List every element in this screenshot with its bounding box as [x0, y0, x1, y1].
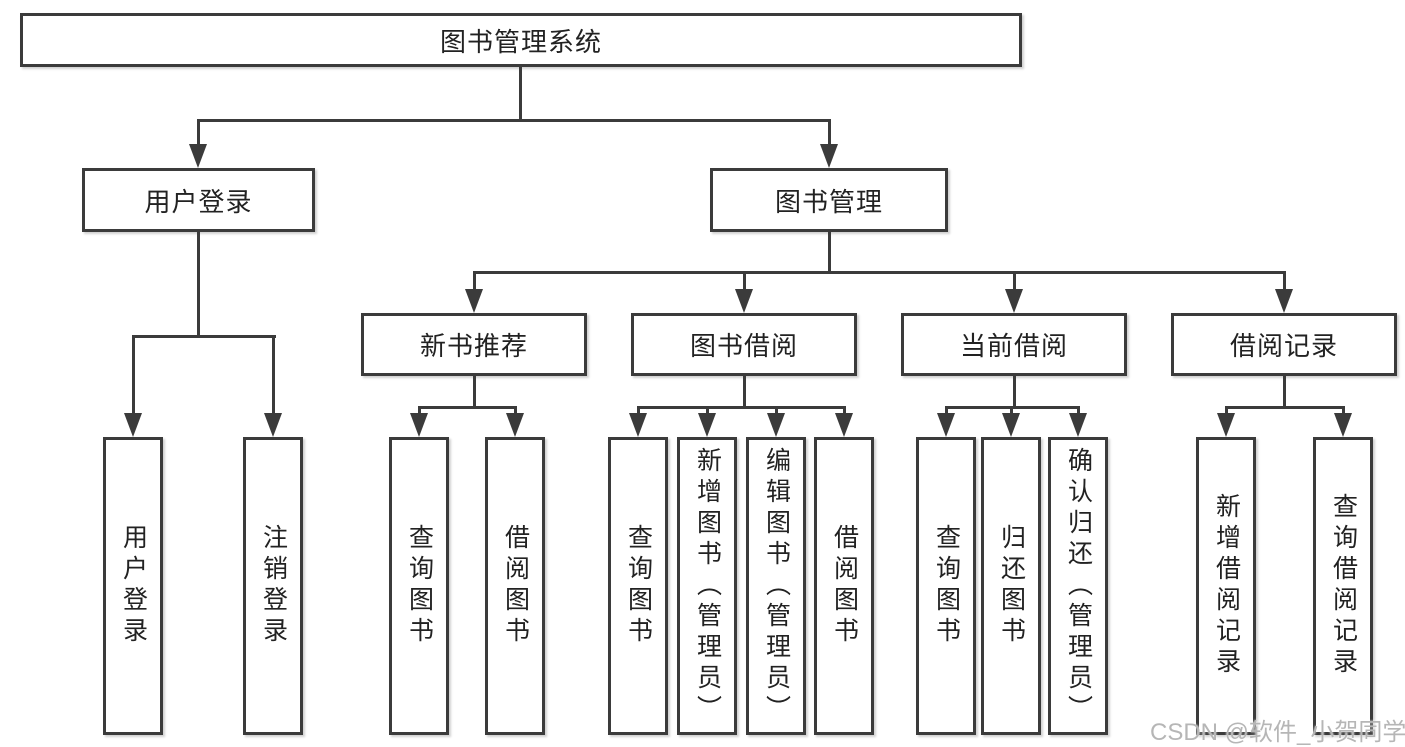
arrowhead-down-icon — [189, 144, 207, 168]
leaf-borrow-books-2: 借阅图书 — [814, 437, 874, 735]
arrowhead-down-icon — [124, 413, 142, 437]
node-label: 图书管理系统 — [439, 26, 602, 57]
arrowhead-down-icon — [1069, 413, 1087, 437]
csdn-watermark: CSDN @软件_小贺同学 — [1150, 719, 1405, 746]
node-root: 图书管理系统 — [20, 13, 1022, 67]
connector-line — [1342, 406, 1345, 415]
leaf-logout: 注销登录 — [243, 437, 303, 735]
connector-line — [1013, 376, 1016, 408]
leaf-return-books: 归还图书 — [981, 437, 1041, 735]
arrowhead-down-icon — [698, 413, 716, 437]
connector-line — [1010, 406, 1013, 415]
connector-line — [197, 119, 831, 122]
node-new-book-recommendation: 新书推荐 — [361, 313, 587, 376]
arrowhead-down-icon — [820, 144, 838, 168]
connector-line — [775, 406, 778, 415]
node-label: 新书推荐 — [419, 331, 528, 361]
arrowhead-down-icon — [465, 289, 483, 313]
arrowhead-down-icon — [1217, 413, 1235, 437]
connector-line — [197, 232, 200, 337]
connector-line — [132, 335, 135, 415]
connector-line — [473, 271, 1286, 274]
connector-line — [1013, 271, 1016, 291]
arrowhead-down-icon — [264, 413, 282, 437]
leaf-borrow-books-1: 借阅图书 — [485, 437, 545, 735]
connector-line — [1283, 271, 1286, 291]
connector-line — [637, 406, 640, 415]
leaf-edit-books-admin: 编辑图书（管理员） — [746, 437, 806, 735]
node-user-login: 用户登录 — [82, 168, 315, 232]
node-label: 用户登录 — [144, 186, 253, 217]
connector-line — [473, 271, 476, 291]
node-borrowing-records: 借阅记录 — [1171, 313, 1397, 376]
connector-line — [272, 335, 275, 415]
connector-line — [828, 232, 831, 273]
connector-line — [828, 119, 831, 148]
node-book-management: 图书管理 — [710, 168, 948, 232]
connector-line — [743, 271, 746, 291]
connector-line — [1225, 406, 1345, 409]
arrowhead-down-icon — [1275, 289, 1293, 313]
connector-line — [418, 406, 517, 409]
connector-line — [843, 406, 846, 415]
arrowhead-down-icon — [1005, 289, 1023, 313]
arrowhead-down-icon — [937, 413, 955, 437]
connector-line — [197, 119, 200, 148]
leaf-confirm-return-admin: 确认归还（管理员） — [1048, 437, 1108, 735]
leaf-query-books-3: 查询图书 — [916, 437, 976, 735]
node-label: 借阅记录 — [1229, 331, 1338, 361]
arrowhead-down-icon — [506, 413, 524, 437]
arrowhead-down-icon — [735, 289, 753, 313]
connector-line — [418, 406, 421, 415]
arrowhead-down-icon — [410, 413, 428, 437]
connector-line — [1077, 406, 1080, 415]
arrowhead-down-icon — [629, 413, 647, 437]
connector-line — [132, 335, 276, 338]
node-book-borrowing: 图书借阅 — [631, 313, 857, 376]
leaf-user-login: 用户登录 — [103, 437, 163, 735]
leaf-add-borrow-record: 新增借阅记录 — [1196, 437, 1256, 735]
leaf-query-borrow-record: 查询借阅记录 — [1313, 437, 1373, 735]
leaf-query-books-1: 查询图书 — [389, 437, 449, 735]
connector-line — [514, 406, 517, 415]
node-label: 当前借阅 — [959, 331, 1068, 361]
arrowhead-down-icon — [1334, 413, 1352, 437]
connector-line — [637, 406, 846, 409]
leaf-add-books-admin: 新增图书（管理员） — [677, 437, 737, 735]
connector-line — [1283, 376, 1286, 408]
connector-line — [519, 67, 522, 121]
connector-line — [706, 406, 709, 415]
connector-line — [743, 376, 746, 408]
leaf-query-books-2: 查询图书 — [608, 437, 668, 735]
connector-line — [473, 376, 476, 408]
connector-line — [945, 406, 948, 415]
connector-line — [1225, 406, 1228, 415]
node-label: 图书管理 — [774, 186, 883, 217]
arrowhead-down-icon — [767, 413, 785, 437]
arrowhead-down-icon — [1002, 413, 1020, 437]
arrowhead-down-icon — [835, 413, 853, 437]
node-current-borrowing: 当前借阅 — [901, 313, 1127, 376]
node-label: 图书借阅 — [689, 331, 798, 361]
